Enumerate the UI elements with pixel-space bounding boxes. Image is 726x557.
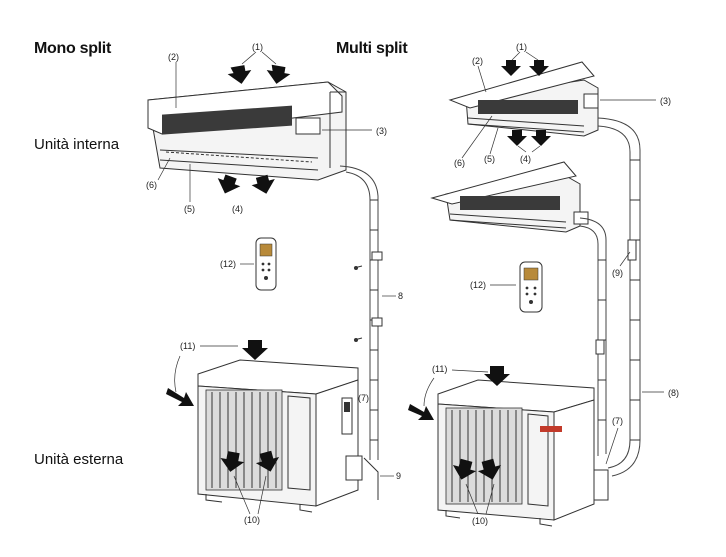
mono-label-11: (11): [180, 341, 195, 351]
mono-label-7: (7): [358, 393, 369, 403]
multi-airflow-out-arrows: [507, 130, 551, 146]
multi-airflow-in-arrows: [501, 51, 549, 76]
outdoor-unit-section-label: Unità esterna: [34, 451, 124, 468]
multi-label-12: (12): [470, 280, 486, 290]
mono-label-12: (12): [220, 259, 236, 269]
mono-label-5: (5): [184, 204, 195, 214]
mono-outdoor-unit: [197, 359, 363, 513]
mono-label-8: 8: [398, 291, 403, 301]
mono-airflow-out-arrows: [217, 174, 275, 194]
multi-remote-control: [519, 261, 543, 313]
multi-label-8: (8): [668, 388, 679, 398]
mono-remote-control: [255, 237, 277, 291]
indoor-unit-section-label: Unità interna: [34, 136, 120, 153]
multi-label-6: (6): [454, 158, 465, 168]
mono-indoor-unit: [147, 81, 347, 181]
mono-label-6: (6): [146, 180, 157, 190]
multi-label-7: (7): [612, 416, 623, 426]
multi-split-heading: Multi split: [336, 40, 408, 57]
multi-label-2: (2): [472, 56, 483, 66]
mono-label-3: (3): [376, 126, 387, 136]
mono-label-4: (4): [232, 204, 243, 214]
multi-outdoor-airflow-arrows: [408, 366, 510, 480]
multi-indoor-unit-1: [448, 61, 599, 137]
multi-refrigerant-piping: [579, 117, 641, 501]
multi-label-4: (4): [520, 154, 531, 164]
mono-airflow-in-arrows: [227, 51, 291, 84]
mono-label-10: (10): [244, 515, 260, 525]
mono-label-9: 9: [396, 471, 401, 481]
multi-label-1: (1): [516, 42, 527, 52]
mono-label-2: (2): [168, 52, 179, 62]
mono-split-heading: Mono split: [34, 40, 111, 57]
mono-label-1: (1): [252, 42, 263, 52]
mono-outdoor-airflow-arrows: [166, 340, 280, 472]
multi-label-10: (10): [472, 516, 488, 526]
multi-outdoor-unit: [437, 379, 595, 527]
multi-label-11: (11): [432, 364, 447, 374]
multi-indoor-unit-2: [430, 161, 589, 233]
multi-label-3: (3): [660, 96, 671, 106]
multi-label-5: (5): [484, 154, 495, 164]
multi-label-9: (9): [612, 268, 623, 278]
mono-refrigerant-piping: [339, 165, 383, 500]
